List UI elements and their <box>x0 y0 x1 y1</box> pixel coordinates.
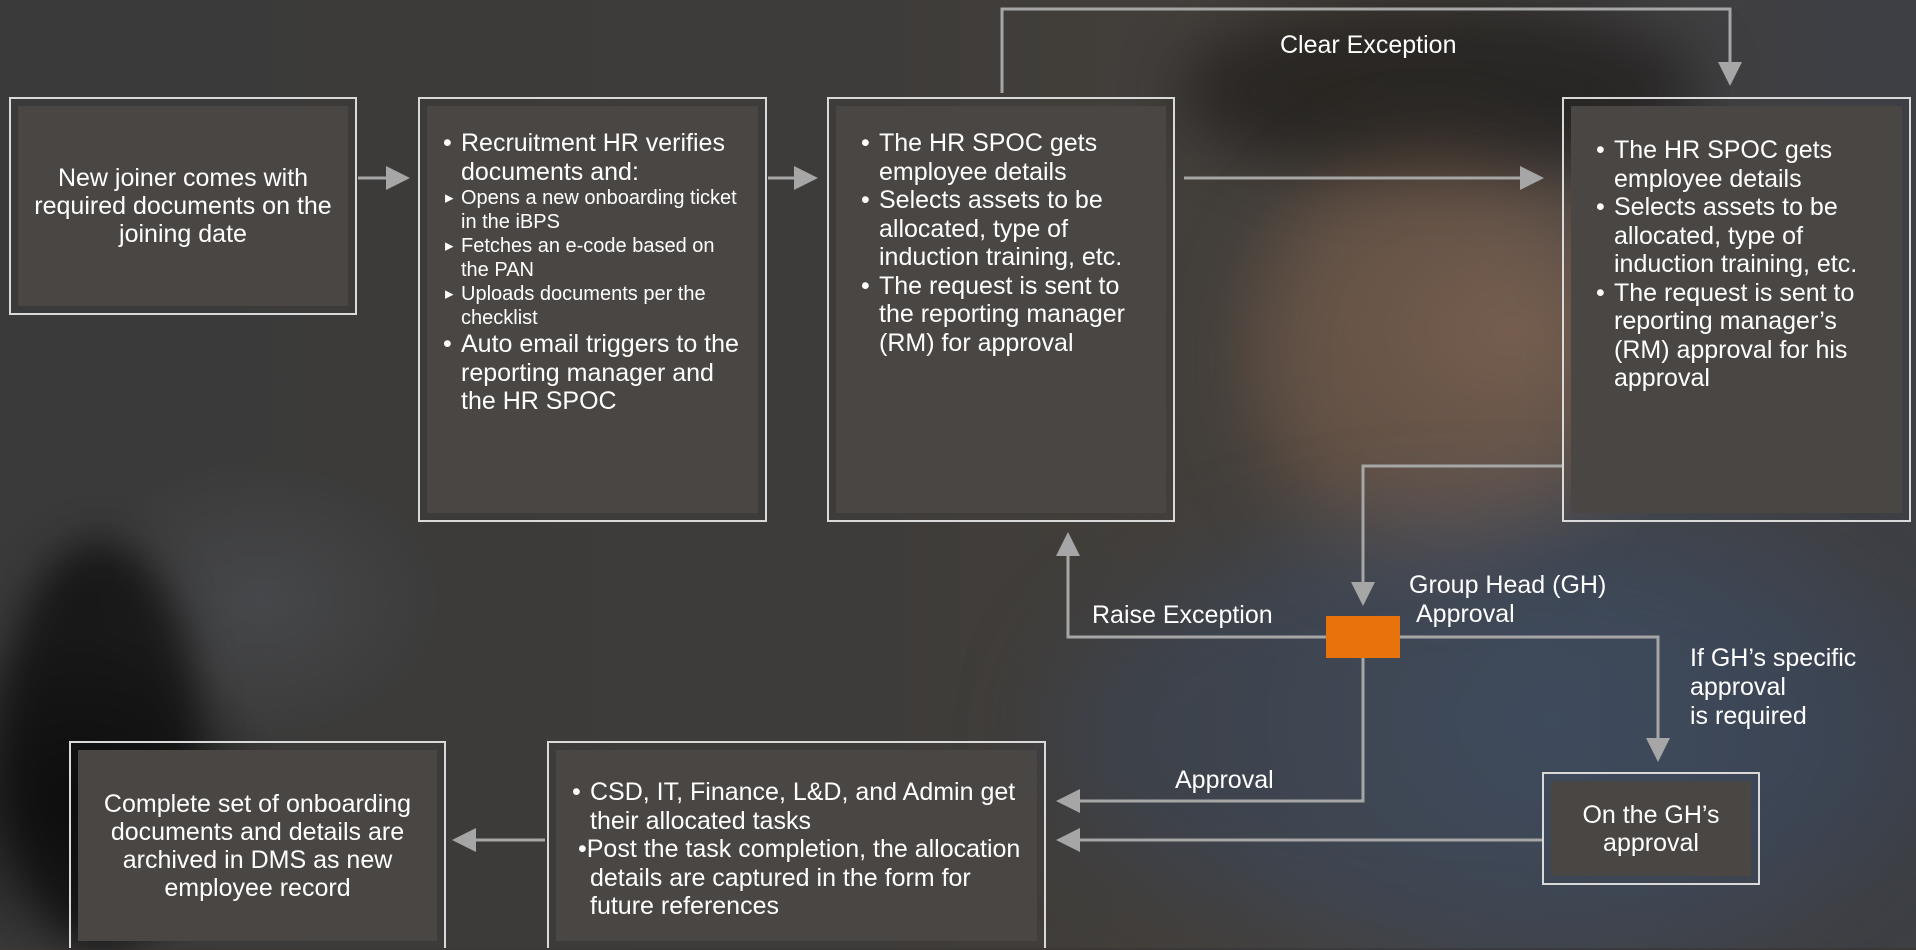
box-gh-approval: On the GH’s approval <box>1542 772 1760 885</box>
recruitment-bullet-2: Auto email triggers to the reporting man… <box>441 330 744 416</box>
box-new-joiner-text: New joiner comes with required documents… <box>18 106 348 306</box>
box-gh-approval-text: On the GH’s approval <box>1551 781 1751 876</box>
arrow-raise-exception <box>1056 532 1326 639</box>
arrow-approval-to-tasks <box>1056 658 1365 813</box>
tasks-bullet-2: •Post the task completion, the allocatio… <box>578 835 1021 920</box>
tasks-bullet-1: CSD, IT, Finance, L&D, and Admin get the… <box>570 778 1027 835</box>
recruitment-sub-item: Opens a new onboarding ticket in the iBP… <box>441 186 744 234</box>
spoc2-bullet: The request is sent to reporting manager… <box>1594 279 1892 393</box>
box-archive-text: Complete set of onboarding documents and… <box>78 750 437 941</box>
arrow-spoc2-to-gh-node <box>1351 464 1563 606</box>
arrow-gh-specific <box>1400 635 1670 762</box>
spoc1-bullet: Selects assets to be allocated, type of … <box>859 186 1152 272</box>
box-recruitment-hr: Recruitment HR verifies documents and: O… <box>418 97 767 522</box>
box-new-joiner: New joiner comes with required documents… <box>9 97 357 315</box>
spoc2-bullet: Selects assets to be allocated, type of … <box>1594 193 1892 279</box>
label-clear-exception: Clear Exception <box>1280 31 1457 59</box>
box-archive: Complete set of onboarding documents and… <box>69 741 446 948</box>
box-tasks: CSD, IT, Finance, L&D, and Admin get the… <box>547 741 1046 948</box>
group-head-decision-node <box>1326 616 1400 658</box>
spoc2-bullet: The HR SPOC gets employee details <box>1594 136 1892 193</box>
label-group-head-line2: Approval <box>1416 600 1515 628</box>
label-gh-specific-line3: is required <box>1690 702 1807 730</box>
recruitment-bullet-1: Recruitment HR verifies documents and: <box>441 129 744 186</box>
label-approval: Approval <box>1175 766 1274 794</box>
spoc1-bullet: The request is sent to the reporting man… <box>859 272 1152 358</box>
recruitment-sub-item: Uploads documents per the checklist <box>441 282 744 330</box>
label-gh-specific-line2: approval <box>1690 673 1786 701</box>
label-raise-exception: Raise Exception <box>1092 601 1273 629</box>
recruitment-sub-item: Fetches an e-code based on the PAN <box>441 234 744 282</box>
label-group-head-line1: Group Head (GH) <box>1409 571 1607 599</box>
spoc1-bullet: The HR SPOC gets employee details <box>859 129 1152 186</box>
label-gh-specific-line1: If GH’s specific <box>1690 644 1857 672</box>
arrow-clear-exception <box>1000 7 1742 93</box>
box-hr-spoc-1: The HR SPOC gets employee details Select… <box>827 97 1175 522</box>
box-hr-spoc-2: The HR SPOC gets employee details Select… <box>1562 97 1911 522</box>
